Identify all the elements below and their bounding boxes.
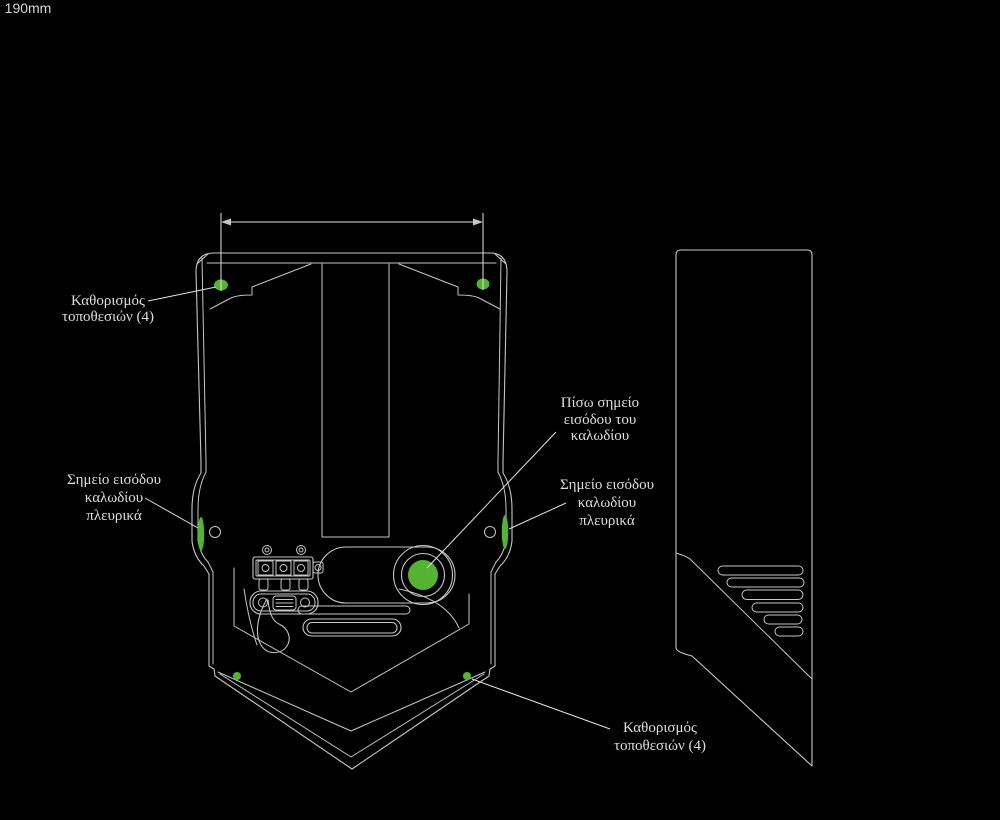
leader-lines [144,286,611,730]
label-line: πλευρικά [579,513,635,529]
label-line: καλωδίου [577,495,637,511]
front-top-recesses [209,263,501,538]
front-view-drawing [191,213,513,770]
side-seam [675,552,813,680]
label-line: καλωδίου [84,490,144,506]
leader-rear-entry [426,431,557,569]
leader-fixing-bottom [471,678,611,730]
rear-entry-area [317,544,456,606]
label-line: εισόδου του [563,411,637,428]
label-line: τοποθεσιών (4) [61,308,155,325]
vent-slots [717,565,805,637]
side-view-drawing [675,249,813,767]
label-line: πλευρικά [86,508,142,524]
cable-channel [321,263,390,538]
label-line: Σημείο εισόδου [66,472,162,488]
dimension-190mm [220,213,484,291]
terminal-block [252,545,324,591]
label-line: καλωδίου [570,428,630,444]
side-entry-right [501,515,509,549]
leader-fixing-top [147,286,217,302]
label-line: Καθορισμός [71,293,145,309]
leader-side-right [508,502,567,530]
dimension-arrow-right [473,218,483,226]
label-line: Σημείο εισόδου [559,477,655,493]
label-fixing-locations-top: Καθορισμός τοποθεσιών (4) [43,293,173,325]
dimension-value: 190mm [4,0,52,16]
side-outline [675,249,813,767]
fixing-point-bottom-right [463,672,471,680]
rear-entry-gland [408,560,438,590]
bottom-chevrons [217,567,486,758]
label-line: τοποθεσιών (4) [613,738,707,754]
bottom-slots [297,605,411,637]
fixing-point-bottom-left [233,672,241,680]
side-entry-pods [197,515,509,551]
leader-side-left [144,497,199,529]
label-fixing-locations-bottom: Καθορισμός τοποθεσιών (4) [598,719,722,755]
label-side-entry-right: Σημείο εισόδου καλωδίου πλευρικά [552,476,662,530]
dimension-arrow-left [221,218,231,226]
label-line: Καθορισμός [623,720,697,736]
label-line: Πίσω σημείο [560,395,640,411]
cable-clamp [249,590,319,615]
side-entry-left [197,517,205,551]
fixing-points [214,278,490,680]
label-rear-entry: Πίσω σημείο εισόδου του καλωδίου [548,395,652,445]
cable-hook [243,588,290,654]
label-side-entry-left: Σημείο εισόδου καλωδίου πλευρικά [58,471,170,525]
